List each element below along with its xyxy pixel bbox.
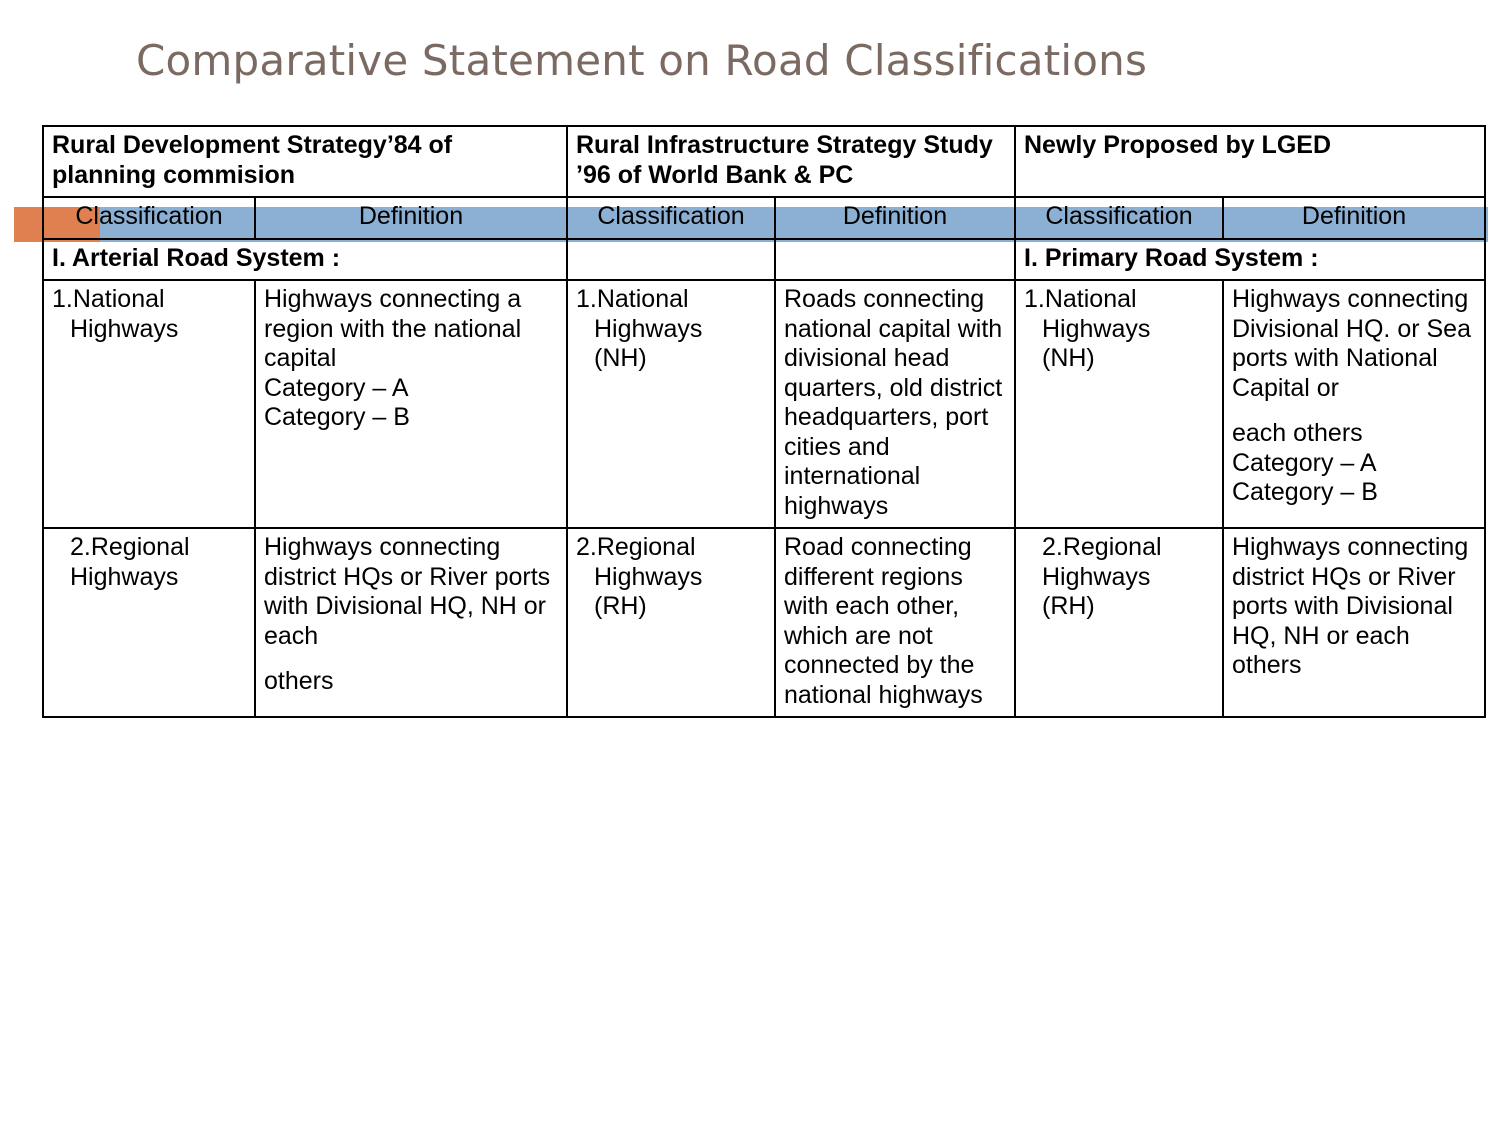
- table-row: 1.National Highways Highways connecting …: [42, 279, 1487, 529]
- cell-classification-national-2: 1.National Highways (NH): [566, 279, 776, 529]
- cell-definition-national-3: Highways connecting Divisional HQ. or Se…: [1221, 279, 1487, 529]
- group-header-rds84: Rural Development Strategy’84 of plannin…: [42, 125, 568, 198]
- cell-text-part: each others Category – A Category – B: [1232, 419, 1378, 506]
- comparison-table-container: Rural Development Strategy’84 of plannin…: [42, 125, 1487, 718]
- cell-definition-regional-3: Highways connecting district HQs or Rive…: [1221, 527, 1487, 718]
- cell-line: 1.National: [1024, 285, 1137, 313]
- subheader-classification-3: Classification: [1014, 196, 1224, 240]
- cell-text-part: Highways connecting district HQs or Rive…: [264, 533, 558, 650]
- table-row: 2.Regional Highways Highways connecting …: [42, 527, 1487, 718]
- cell-line: Highways: [1042, 314, 1151, 343]
- cell-line: Highways: [70, 562, 179, 591]
- cell-line: Highways: [70, 314, 179, 343]
- cell-classification-national-3: 1.National Highways (NH): [1014, 279, 1224, 529]
- cell-line: 2.Regional: [70, 533, 190, 561]
- cell-line: 1.National: [576, 285, 689, 313]
- section-label-arterial: I. Arterial Road System :: [42, 237, 568, 281]
- road-classification-table: Rural Development Strategy’84 of plannin…: [42, 125, 1487, 718]
- cell-line: (NH): [1042, 344, 1095, 372]
- cell-line: (RH): [1042, 592, 1095, 620]
- cell-line: Highways: [1042, 562, 1151, 591]
- cell-line: 2.Regional: [576, 533, 696, 561]
- cell-text-part: others: [264, 667, 334, 695]
- cell-line: (NH): [594, 344, 647, 372]
- page-title: Comparative Statement on Road Classifica…: [136, 36, 1148, 85]
- cell-definition-regional-1: Highways connecting district HQs or Rive…: [254, 527, 568, 718]
- cell-line: 2.Regional: [1042, 533, 1162, 561]
- group-header-riss96: Rural Infrastructure Strategy Study ’96 …: [566, 125, 1016, 198]
- group-header-lged: Newly Proposed by LGED: [1013, 125, 1487, 198]
- cell-classification-national-1: 1.National Highways: [42, 279, 256, 529]
- cell-text-part: Highways connecting Divisional HQ. or Se…: [1232, 285, 1478, 402]
- section-blank-col3: [566, 237, 776, 281]
- cell-spacer: [1232, 403, 1476, 419]
- table-row-group-headers: Rural Development Strategy’84 of plannin…: [42, 125, 1487, 198]
- cell-line: Highways: [594, 562, 703, 591]
- subheader-definition-2: Definition: [774, 196, 1016, 240]
- subheader-classification-1: Classification: [42, 196, 256, 240]
- section-label-primary: I. Primary Road System :: [1013, 237, 1487, 281]
- cell-classification-regional-2: 2.Regional Highways (RH): [566, 527, 776, 718]
- cell-definition-national-1: Highways connecting a region with the na…: [254, 279, 568, 529]
- cell-classification-regional-1: 2.Regional Highways: [42, 527, 256, 718]
- table-row-sub-headers: Classification Definition Classification…: [42, 196, 1487, 240]
- subheader-classification-2: Classification: [566, 196, 776, 240]
- cell-classification-regional-3: 2.Regional Highways (RH): [1014, 527, 1224, 718]
- table-row-section: I. Arterial Road System : I. Primary Roa…: [42, 237, 1487, 281]
- section-blank-col4: [774, 237, 1016, 281]
- cell-definition-national-2: Roads connecting national capital with d…: [774, 279, 1016, 529]
- subheader-definition-1: Definition: [254, 196, 568, 240]
- cell-definition-regional-2: Road connecting different regions with e…: [774, 527, 1016, 718]
- cell-spacer: [264, 651, 558, 667]
- subheader-definition-3: Definition: [1221, 196, 1487, 240]
- cell-line: Highways: [594, 314, 703, 343]
- cell-line: (RH): [594, 592, 647, 620]
- cell-line: 1.National: [52, 285, 165, 313]
